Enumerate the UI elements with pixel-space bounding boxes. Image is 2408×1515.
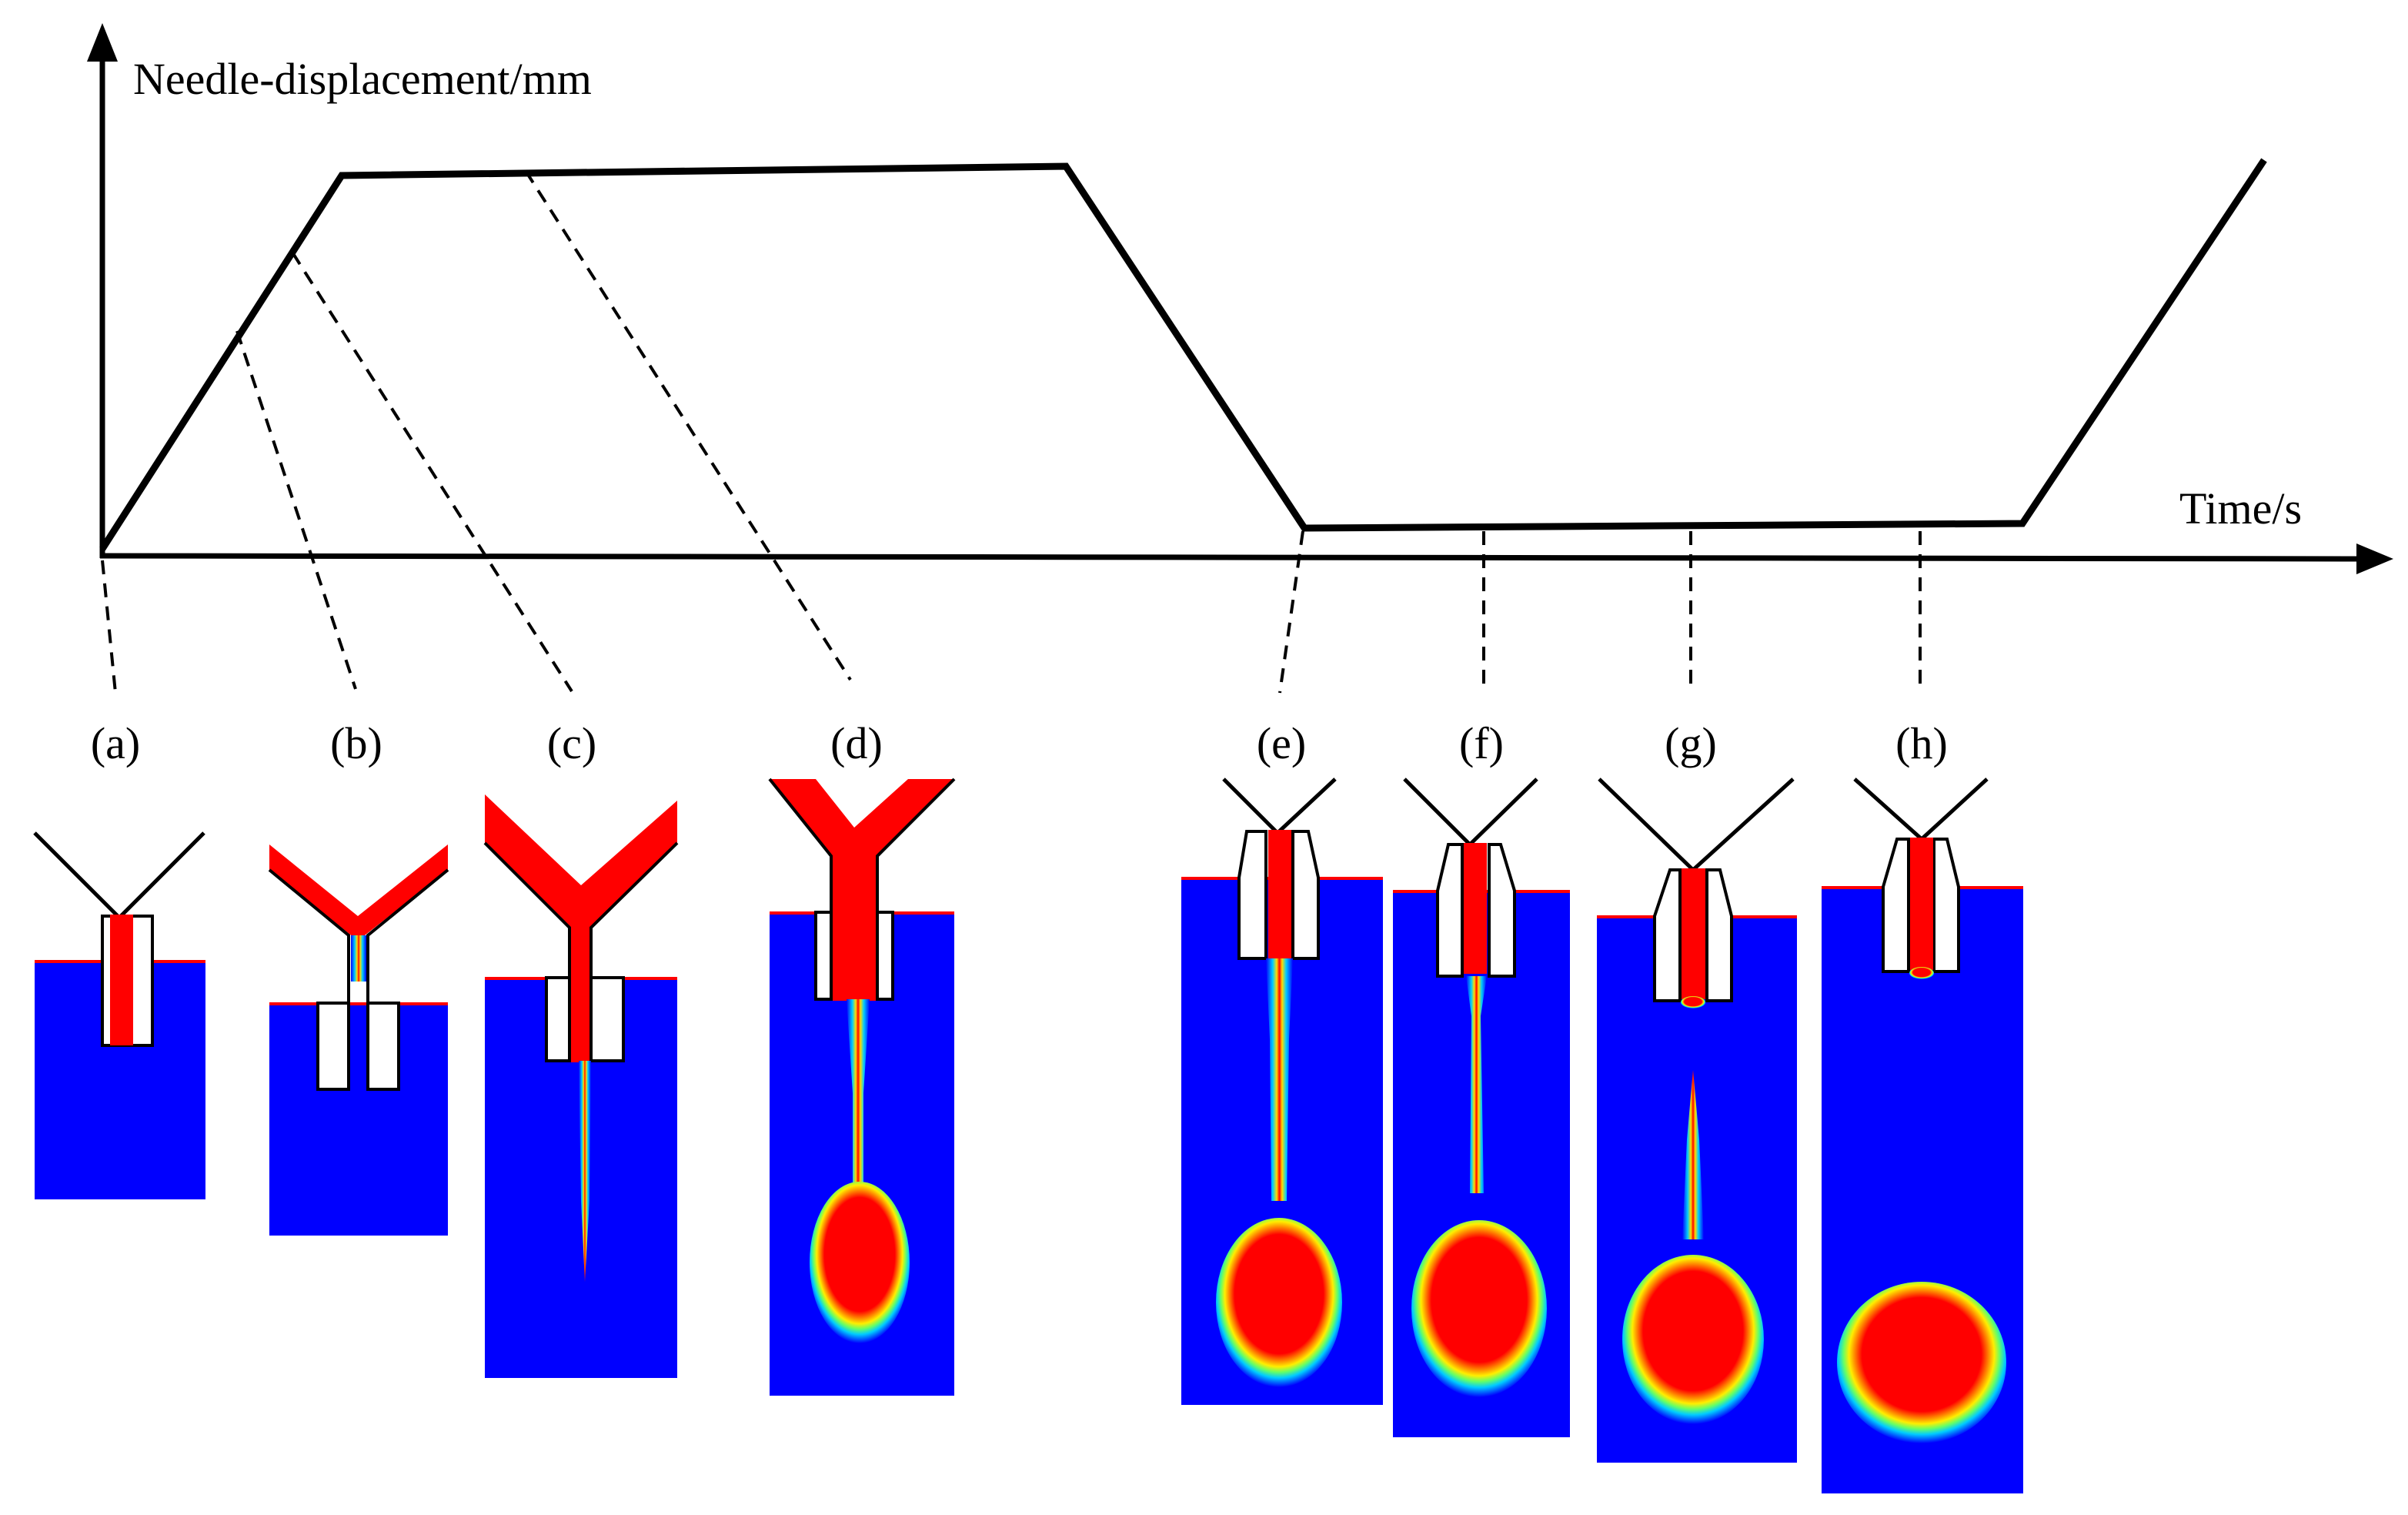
snapshot-f	[1393, 778, 1570, 1437]
funnel-liquid	[485, 794, 677, 1062]
snapshot-c	[483, 794, 679, 1378]
marker-line-b	[235, 330, 357, 690]
nozzle-body-left	[316, 1002, 350, 1091]
marker-line-a	[101, 560, 117, 694]
snapshot-h	[1822, 778, 2023, 1493]
nozzle-body-right	[366, 1002, 400, 1091]
nozzle-body-right	[1291, 830, 1320, 960]
nozzle-body-left	[1653, 868, 1682, 1002]
meniscus-tip	[1681, 996, 1705, 1008]
nozzle-body-left	[1237, 830, 1267, 960]
displacement-chart: Needle-displacement/mm Time/s	[87, 23, 2393, 694]
liquid-thread	[1466, 976, 1487, 1193]
nozzle-funnel	[1598, 778, 1795, 873]
nozzle-body-left	[1436, 843, 1464, 978]
nozzle-funnel	[1222, 778, 1337, 836]
funnel-liquid	[269, 844, 448, 941]
droplet-head	[1622, 1255, 1764, 1424]
nozzle-body-right	[1705, 868, 1733, 1002]
funnel-outline-outer-right	[366, 868, 449, 1008]
liquid-column	[351, 935, 366, 982]
nozzle-funnel	[1853, 778, 1989, 842]
x-axis	[99, 553, 2363, 562]
nozzle-body-right	[1932, 838, 1960, 973]
droplet-head	[1216, 1218, 1342, 1387]
panel-label-a: (a)	[91, 718, 140, 768]
snapshot-g	[1597, 778, 1797, 1463]
liquid-column	[1268, 830, 1291, 959]
marker-line-d	[524, 169, 852, 681]
liquid-jet	[579, 1061, 591, 1282]
x-axis-label: Time/s	[2179, 483, 2302, 533]
funnel-outline-outer	[268, 868, 350, 1008]
snapshot-b	[268, 844, 449, 1236]
panel-label-e: (e)	[1257, 718, 1306, 768]
nozzle-body-left	[1882, 838, 1910, 973]
liquid-column	[110, 915, 133, 1045]
snapshot-a	[33, 831, 205, 1199]
panel-label-c: (c)	[547, 718, 596, 768]
panel-label-b: (b)	[330, 718, 382, 768]
panel-label-h: (h)	[1895, 718, 1948, 768]
snapshot-e	[1181, 778, 1383, 1405]
x-axis-arrow	[2356, 543, 2393, 574]
liquid-thread	[847, 999, 870, 1201]
time-markers	[101, 169, 1922, 694]
liquid-column	[1682, 868, 1705, 999]
detached-droplet	[1837, 1282, 2006, 1443]
liquid-thread	[1682, 1070, 1704, 1239]
panel-label-f: (f)	[1459, 718, 1504, 768]
nozzle-body-left	[545, 976, 571, 1062]
meniscus-tip	[1909, 967, 1934, 979]
droplet-head	[1411, 1220, 1547, 1397]
liquid-column	[1910, 838, 1933, 970]
snapshot-d	[768, 778, 956, 1396]
marker-line-e	[1278, 530, 1304, 694]
nozzle-body-left	[814, 911, 833, 1001]
liquid-thread	[1266, 958, 1293, 1201]
nozzle-funnel	[1403, 778, 1538, 848]
panel-label-d: (d)	[830, 718, 883, 768]
marker-line-c	[291, 251, 573, 693]
y-axis-arrow	[87, 23, 118, 62]
needle-displacement-curve	[99, 158, 2267, 551]
nozzle-body-right	[589, 976, 625, 1062]
droplet-head	[810, 1182, 910, 1343]
y-axis-label: Needle-displacement/mm	[133, 54, 592, 104]
panel-labels: (a) (b) (c) (d) (e) (f) (g) (h)	[91, 718, 1948, 768]
ambient-domain	[269, 1003, 448, 1236]
nozzle-funnel	[33, 831, 205, 921]
nozzle-body-right	[1488, 843, 1516, 978]
nozzle-body-right	[876, 911, 894, 1001]
panel-label-g: (g)	[1665, 718, 1717, 768]
liquid-column	[1464, 843, 1487, 974]
